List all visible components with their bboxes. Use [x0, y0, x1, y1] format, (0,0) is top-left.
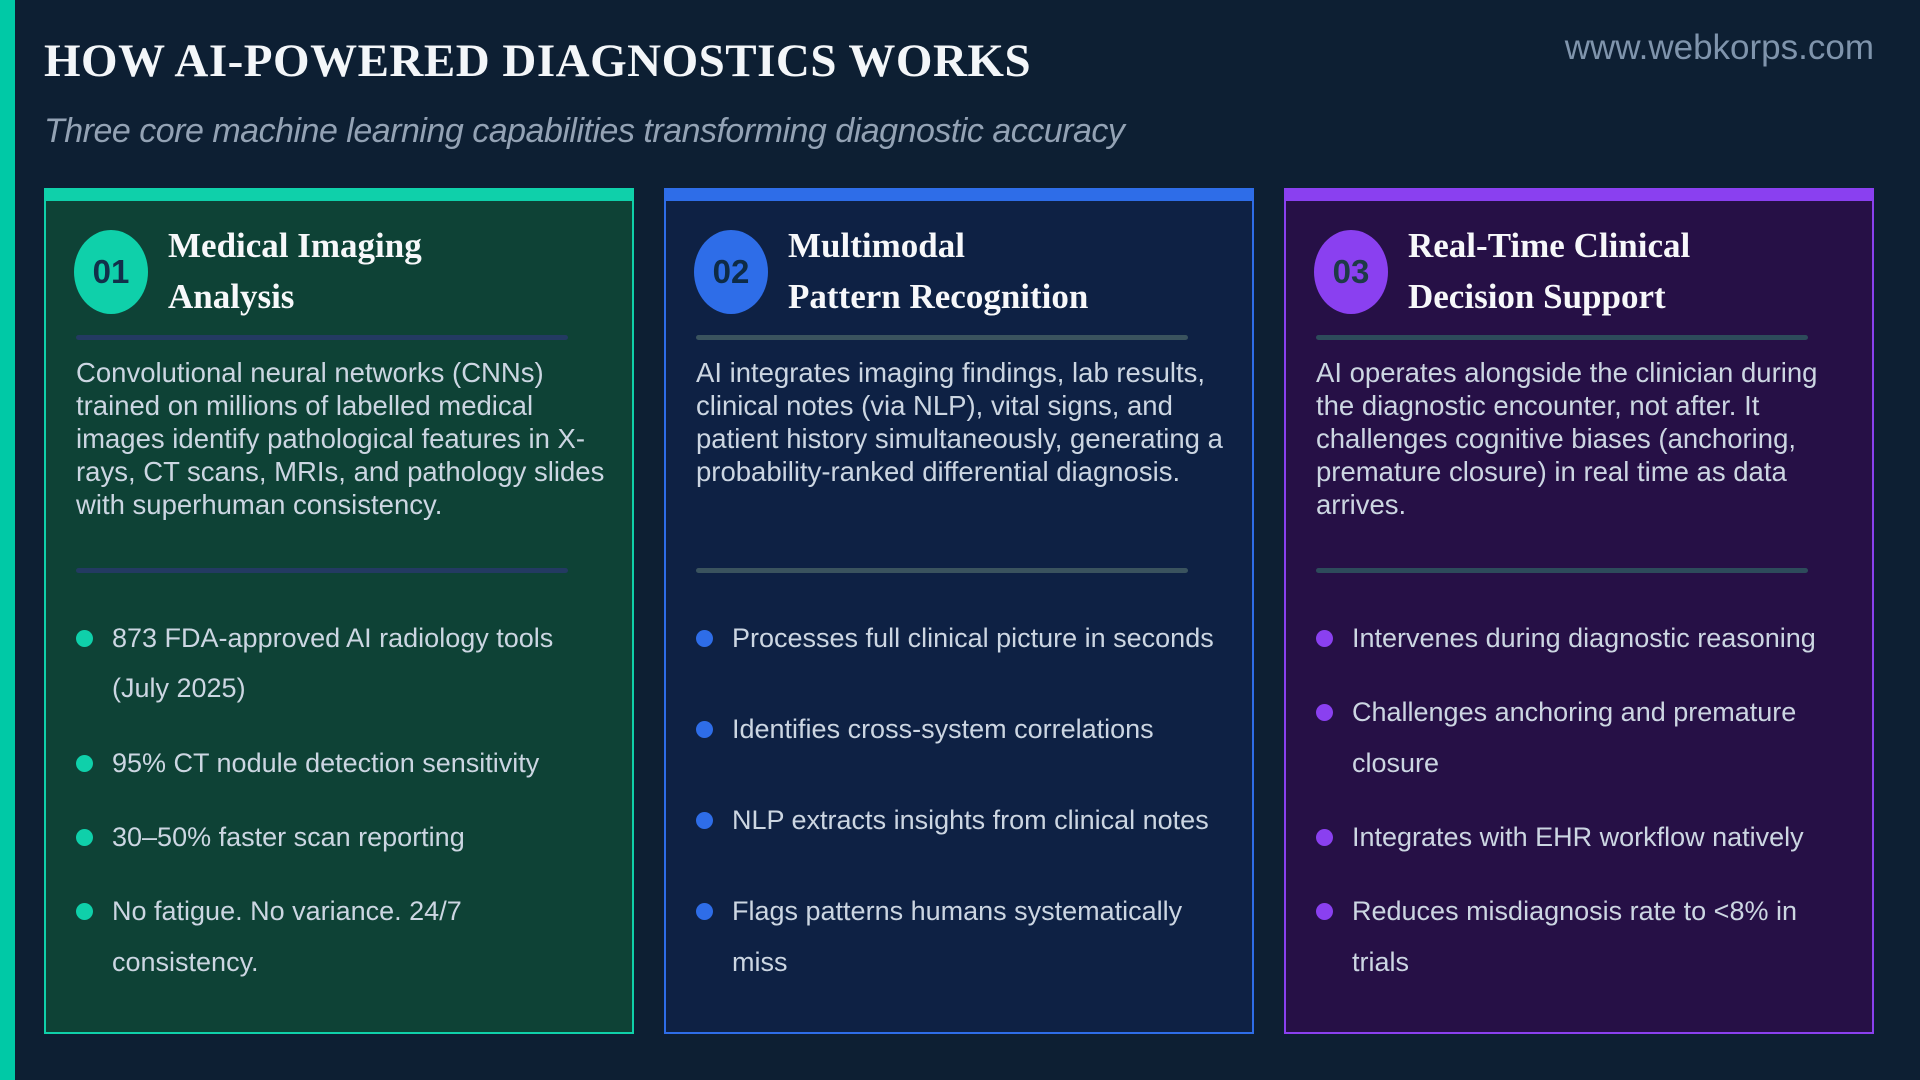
card-header: 02 Multimodal Pattern Recognition [694, 221, 1224, 323]
bullet-dot-icon [1316, 903, 1333, 921]
bullet-text: 95% CT nodule detection sensitivity [112, 747, 540, 778]
description-divider [1316, 567, 1809, 573]
bullet-dot-icon [696, 629, 713, 647]
bullet-dot-icon [76, 903, 93, 921]
card-description: AI integrates imaging findings, lab resu… [696, 356, 1223, 487]
card-real-time-clinical-decision-support: 03 Real-Time Clinical Decision Support A… [1284, 188, 1874, 1034]
bullet-item: 873 FDA-approved AI radiology tools (Jul… [76, 613, 606, 715]
card-title-line-2: Analysis [168, 276, 295, 316]
bullet-text: Reduces misdiagnosis rate to <8% in tria… [1352, 896, 1797, 978]
bullet-item: Processes full clinical picture in secon… [696, 613, 1226, 664]
card-multimodal-pattern-recognition: 02 Multimodal Pattern Recognition AI int… [664, 188, 1254, 1034]
bullet-item: Identifies cross-system correlations [696, 704, 1226, 755]
card-description: Convolutional neural networks (CNNs) tra… [76, 356, 605, 520]
step-number-badge: 03 [1314, 229, 1388, 314]
step-number: 03 [1332, 252, 1370, 290]
bullet-dot-icon [76, 629, 93, 647]
bullet-text: 30–50% faster scan reporting [112, 822, 465, 853]
card-header: 03 Real-Time Clinical Decision Support [1314, 221, 1844, 323]
page-title: HOW AI-POWERED DIAGNOSTICS WORKS [44, 35, 1032, 87]
bullet-dot-icon [696, 903, 713, 921]
bullet-text: Identifies cross-system correlations [732, 713, 1154, 744]
bullet-item: Intervenes during diagnostic reasoning [1316, 613, 1846, 664]
bullet-dot-icon [1316, 629, 1333, 647]
bullet-text: Processes full clinical picture in secon… [732, 622, 1214, 653]
card-title: Real-Time Clinical Decision Support [1408, 221, 1690, 323]
bullet-item: NLP extracts insights from clinical note… [696, 795, 1226, 846]
bullet-list: 873 FDA-approved AI radiology tools (Jul… [76, 613, 606, 989]
card-title-line-1: Medical Imaging [168, 226, 422, 265]
bullet-text: Integrates with EHR workflow natively [1352, 822, 1804, 853]
bullet-text: 873 FDA-approved AI radiology tools (Jul… [112, 622, 554, 704]
bullet-text: NLP extracts insights from clinical note… [732, 805, 1209, 836]
cards-row: 01 Medical Imaging Analysis Convolutiona… [44, 188, 1874, 1034]
bullet-item: Integrates with EHR workflow natively [1316, 812, 1846, 863]
card-title-line-2: Decision Support [1408, 276, 1666, 316]
bullet-dot-icon [696, 720, 713, 738]
bullet-item: Reduces misdiagnosis rate to <8% in tria… [1316, 886, 1846, 988]
card-description: AI operates alongside the clinician duri… [1316, 356, 1818, 520]
header-divider [1316, 334, 1809, 340]
bullet-item: 95% CT nodule detection sensitivity [76, 738, 606, 789]
step-number: 02 [712, 252, 750, 290]
card-title-line-2: Pattern Recognition [788, 276, 1089, 316]
card-medical-imaging-analysis: 01 Medical Imaging Analysis Convolutiona… [44, 188, 634, 1034]
bullet-item: No fatigue. No variance. 24/7 consistenc… [76, 886, 606, 988]
bullet-dot-icon [76, 829, 93, 847]
bullet-dot-icon [1316, 703, 1333, 721]
page-header: HOW AI-POWERED DIAGNOSTICS WORKS Three c… [44, 34, 1876, 151]
description-divider [76, 567, 569, 573]
card-title: Multimodal Pattern Recognition [788, 221, 1088, 323]
bullet-dot-icon [1316, 829, 1333, 847]
bullet-dot-icon [696, 812, 713, 830]
header-divider [76, 334, 569, 340]
website-url: www.webkorps.com [1564, 28, 1874, 67]
bullet-list: Intervenes during diagnostic reasoning C… [1316, 613, 1846, 989]
bullet-item: Flags patterns humans systematically mis… [696, 886, 1226, 988]
card-title: Medical Imaging Analysis [168, 221, 422, 323]
header-divider [696, 334, 1189, 340]
description-divider [696, 567, 1189, 573]
bullet-item: 30–50% faster scan reporting [76, 812, 606, 863]
bullet-text: Challenges anchoring and premature closu… [1352, 696, 1797, 778]
bullet-text: No fatigue. No variance. 24/7 consistenc… [112, 896, 462, 978]
step-number-badge: 01 [74, 229, 148, 314]
card-title-line-1: Real-Time Clinical [1408, 226, 1691, 265]
card-header: 01 Medical Imaging Analysis [74, 221, 604, 323]
bullet-text: Intervenes during diagnostic reasoning [1352, 622, 1816, 653]
step-number-badge: 02 [694, 229, 768, 314]
bullet-dot-icon [76, 754, 93, 772]
bullet-text: Flags patterns humans systematically mis… [732, 896, 1183, 978]
left-accent-stripe [0, 0, 15, 1080]
bullet-item: Challenges anchoring and premature closu… [1316, 687, 1846, 789]
card-title-line-1: Multimodal [788, 226, 965, 265]
page-subtitle: Three core machine learning capabilities… [44, 112, 1125, 150]
bullet-list: Processes full clinical picture in secon… [696, 613, 1226, 989]
step-number: 01 [92, 252, 130, 290]
